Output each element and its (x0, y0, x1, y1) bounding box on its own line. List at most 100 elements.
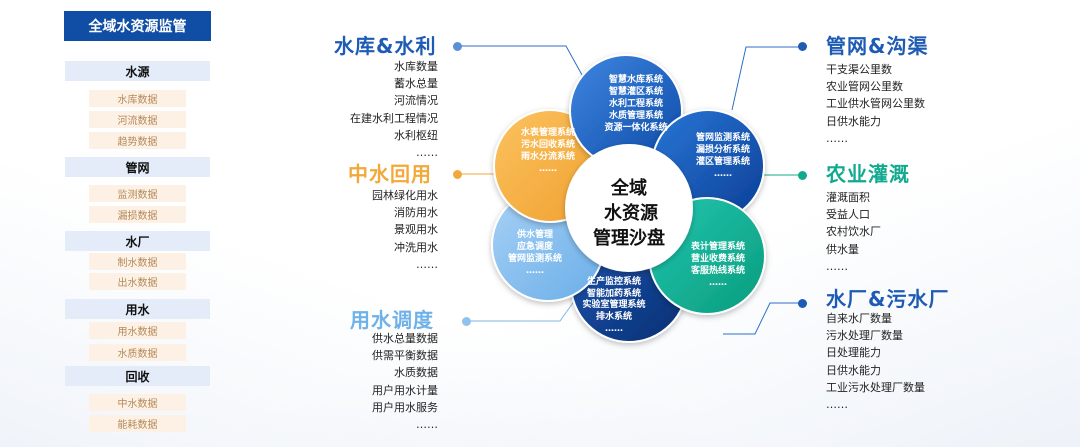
list-item: 污水处理厂数量 (826, 329, 903, 343)
section-dot-reservoir (453, 42, 462, 51)
petal-top-line-0: 智慧水库系统 (609, 73, 663, 85)
section-title-dispatch: 用水调度 (350, 308, 434, 332)
section-dot-pipe (798, 42, 807, 51)
list-item: 水质数据 (394, 366, 438, 380)
list-reservoir: 水库数量 蓄水总量 河流情况 在建水利工程情况 水利枢纽 …… (300, 58, 438, 161)
petal-top-left-line-0: 水表管理系统 (521, 126, 575, 138)
list-item: 蓄水总量 (394, 77, 438, 91)
section-title-irrigation: 农业灌溉 (826, 162, 910, 186)
center-line-2: 管理沙盘 (593, 227, 665, 249)
list-item: 工业供水管网公里数 (826, 97, 925, 111)
petal-bottom-right-line-1: 营业收费系统 (691, 252, 745, 264)
sidebar-category-water-use[interactable]: 用水 (65, 299, 210, 319)
list-item: 供水量 (826, 242, 859, 256)
petal-bottom-left-line-2: 管网监测系统 (508, 252, 562, 264)
list-item: 农业管网公里数 (826, 80, 903, 94)
list-item: 用户用水服务 (372, 400, 438, 414)
petal-bottom-line-0: 生产监控系统 (587, 275, 641, 287)
center-circle (565, 144, 693, 272)
sidebar-item-reclaimed-data[interactable]: 中水数据 (89, 394, 186, 411)
list-item: …… (416, 257, 438, 271)
list-item: 受益人口 (826, 208, 870, 222)
petal-bottom-right-line-0: 表计管理系统 (690, 240, 745, 252)
petal-bottom-line-4: …… (605, 324, 623, 334)
petal-bottom-right-line-2: 客服热线系统 (690, 264, 745, 276)
section-title-pipe: 管网&沟渠 (826, 34, 929, 58)
list-pipe: 干支渠公里数 农业管网公里数 工业供水管网公里数 日供水能力 …… (826, 61, 925, 147)
list-item: 日供水能力 (826, 363, 881, 377)
petal-top-line-3: 水质管理系统 (609, 109, 663, 121)
section-dot-reclaimed (453, 170, 462, 179)
sidebar-item-leakage-data[interactable]: 漏损数据 (89, 206, 186, 223)
list-item: 供需平衡数据 (372, 349, 438, 363)
list-item: 在建水利工程情况 (350, 111, 438, 125)
sidebar-item-trend-data[interactable]: 趋势数据 (89, 132, 186, 149)
connector-plant (723, 302, 802, 335)
list-item: 用户用水计量 (372, 383, 438, 397)
list-item: 消防用水 (394, 206, 438, 220)
sidebar-category-recycling[interactable]: 回收 (65, 366, 210, 386)
list-plant: 自来水厂数量 污水处理厂数量 日处理能力 日供水能力 工业污水处理厂数量 …… (826, 310, 925, 413)
section-title-reservoir: 水库&水利 (334, 34, 437, 58)
petal-bottom-line-1: 智能加药系统 (587, 287, 641, 299)
sidebar-item-monitoring-data[interactable]: 监测数据 (89, 185, 186, 202)
petal-top-left-line-2: 雨水分流系统 (521, 150, 575, 162)
list-dispatch: 供水总量数据 供需平衡数据 水质数据 用户用水计量 用户用水服务 …… (330, 330, 438, 433)
list-item: 园林绿化用水 (372, 189, 438, 202)
list-item: 水利枢纽 (394, 128, 438, 142)
petal-top-left-line-3: …… (539, 164, 557, 174)
section-dot-dispatch (462, 317, 471, 326)
list-item: 水库数量 (394, 60, 438, 73)
list-item: 灌溉面积 (826, 191, 870, 204)
petal-top-line-1: 智慧灌区系统 (609, 85, 663, 97)
sidebar-item-river-data[interactable]: 河流数据 (89, 111, 186, 128)
sidebar-item-usage-data[interactable]: 用水数据 (89, 322, 186, 339)
petal-top-line-2: 水利工程系统 (609, 97, 663, 109)
section-title-reclaimed: 中水回用 (348, 162, 432, 186)
list-item: 工业污水处理厂数量 (826, 380, 925, 394)
sidebar-item-energy-data[interactable]: 能耗数据 (89, 415, 186, 432)
list-item: …… (416, 145, 438, 159)
petal-bottom-right-line-3: …… (709, 278, 727, 288)
list-item: …… (826, 259, 848, 273)
petal-bottom-left-line-3: …… (526, 266, 544, 276)
petal-bottom-left-line-0: 供水管理 (516, 228, 553, 240)
petal-top-line-4: 资源一体化系统 (604, 121, 667, 133)
petal-bottom-line-3: 排水系统 (596, 310, 632, 322)
sidebar-category-pipe-network[interactable]: 管网 (65, 157, 210, 177)
list-reclaimed: 园林绿化用水 消防用水 景观用水 冲洗用水 …… (330, 187, 438, 273)
list-item: 河流情况 (394, 94, 438, 108)
list-item: 日供水能力 (826, 114, 881, 128)
list-item: 日处理能力 (826, 346, 881, 360)
petal-top-left-line-1: 污水回收系统 (521, 138, 575, 150)
petal-top-right-line-1: 漏损分析系统 (696, 143, 750, 155)
sidebar-item-quality-data[interactable]: 水质数据 (89, 344, 186, 361)
section-title-plant: 水厂&污水厂 (826, 287, 950, 311)
list-item: …… (826, 131, 848, 145)
list-item: 冲洗用水 (394, 240, 438, 254)
list-item: 景观用水 (394, 223, 438, 237)
sidebar-title: 全域水资源监管 (64, 11, 211, 41)
connector-reservoir (461, 45, 588, 85)
sidebar-item-outflow-data[interactable]: 出水数据 (89, 273, 186, 290)
sidebar-category-water-plant[interactable]: 水厂 (65, 231, 210, 251)
petal-top-right-line-2: 灌区管理系统 (696, 155, 750, 167)
sidebar-item-reservoir-data[interactable]: 水库数据 (89, 90, 186, 107)
list-item: 干支渠公里数 (826, 63, 892, 76)
connector-dispatch (470, 299, 576, 322)
sidebar-category-water-source[interactable]: 水源 (65, 61, 210, 81)
list-item: …… (826, 397, 848, 411)
list-item: …… (416, 417, 438, 431)
petal-bottom-left-line-1: 应急调度 (517, 240, 554, 252)
center-line-1: 水资源 (604, 202, 658, 224)
section-dot-plant (798, 299, 807, 308)
sidebar-item-production-data[interactable]: 制水数据 (89, 253, 186, 270)
list-item: 农村饮水厂 (826, 225, 881, 239)
center-line-0: 全域 (610, 177, 647, 199)
section-dot-irrigation (798, 171, 807, 180)
connector-pipe (731, 46, 801, 111)
petal-top-right-line-0: 管网监测系统 (696, 131, 750, 143)
list-item: 供水总量数据 (372, 332, 438, 345)
